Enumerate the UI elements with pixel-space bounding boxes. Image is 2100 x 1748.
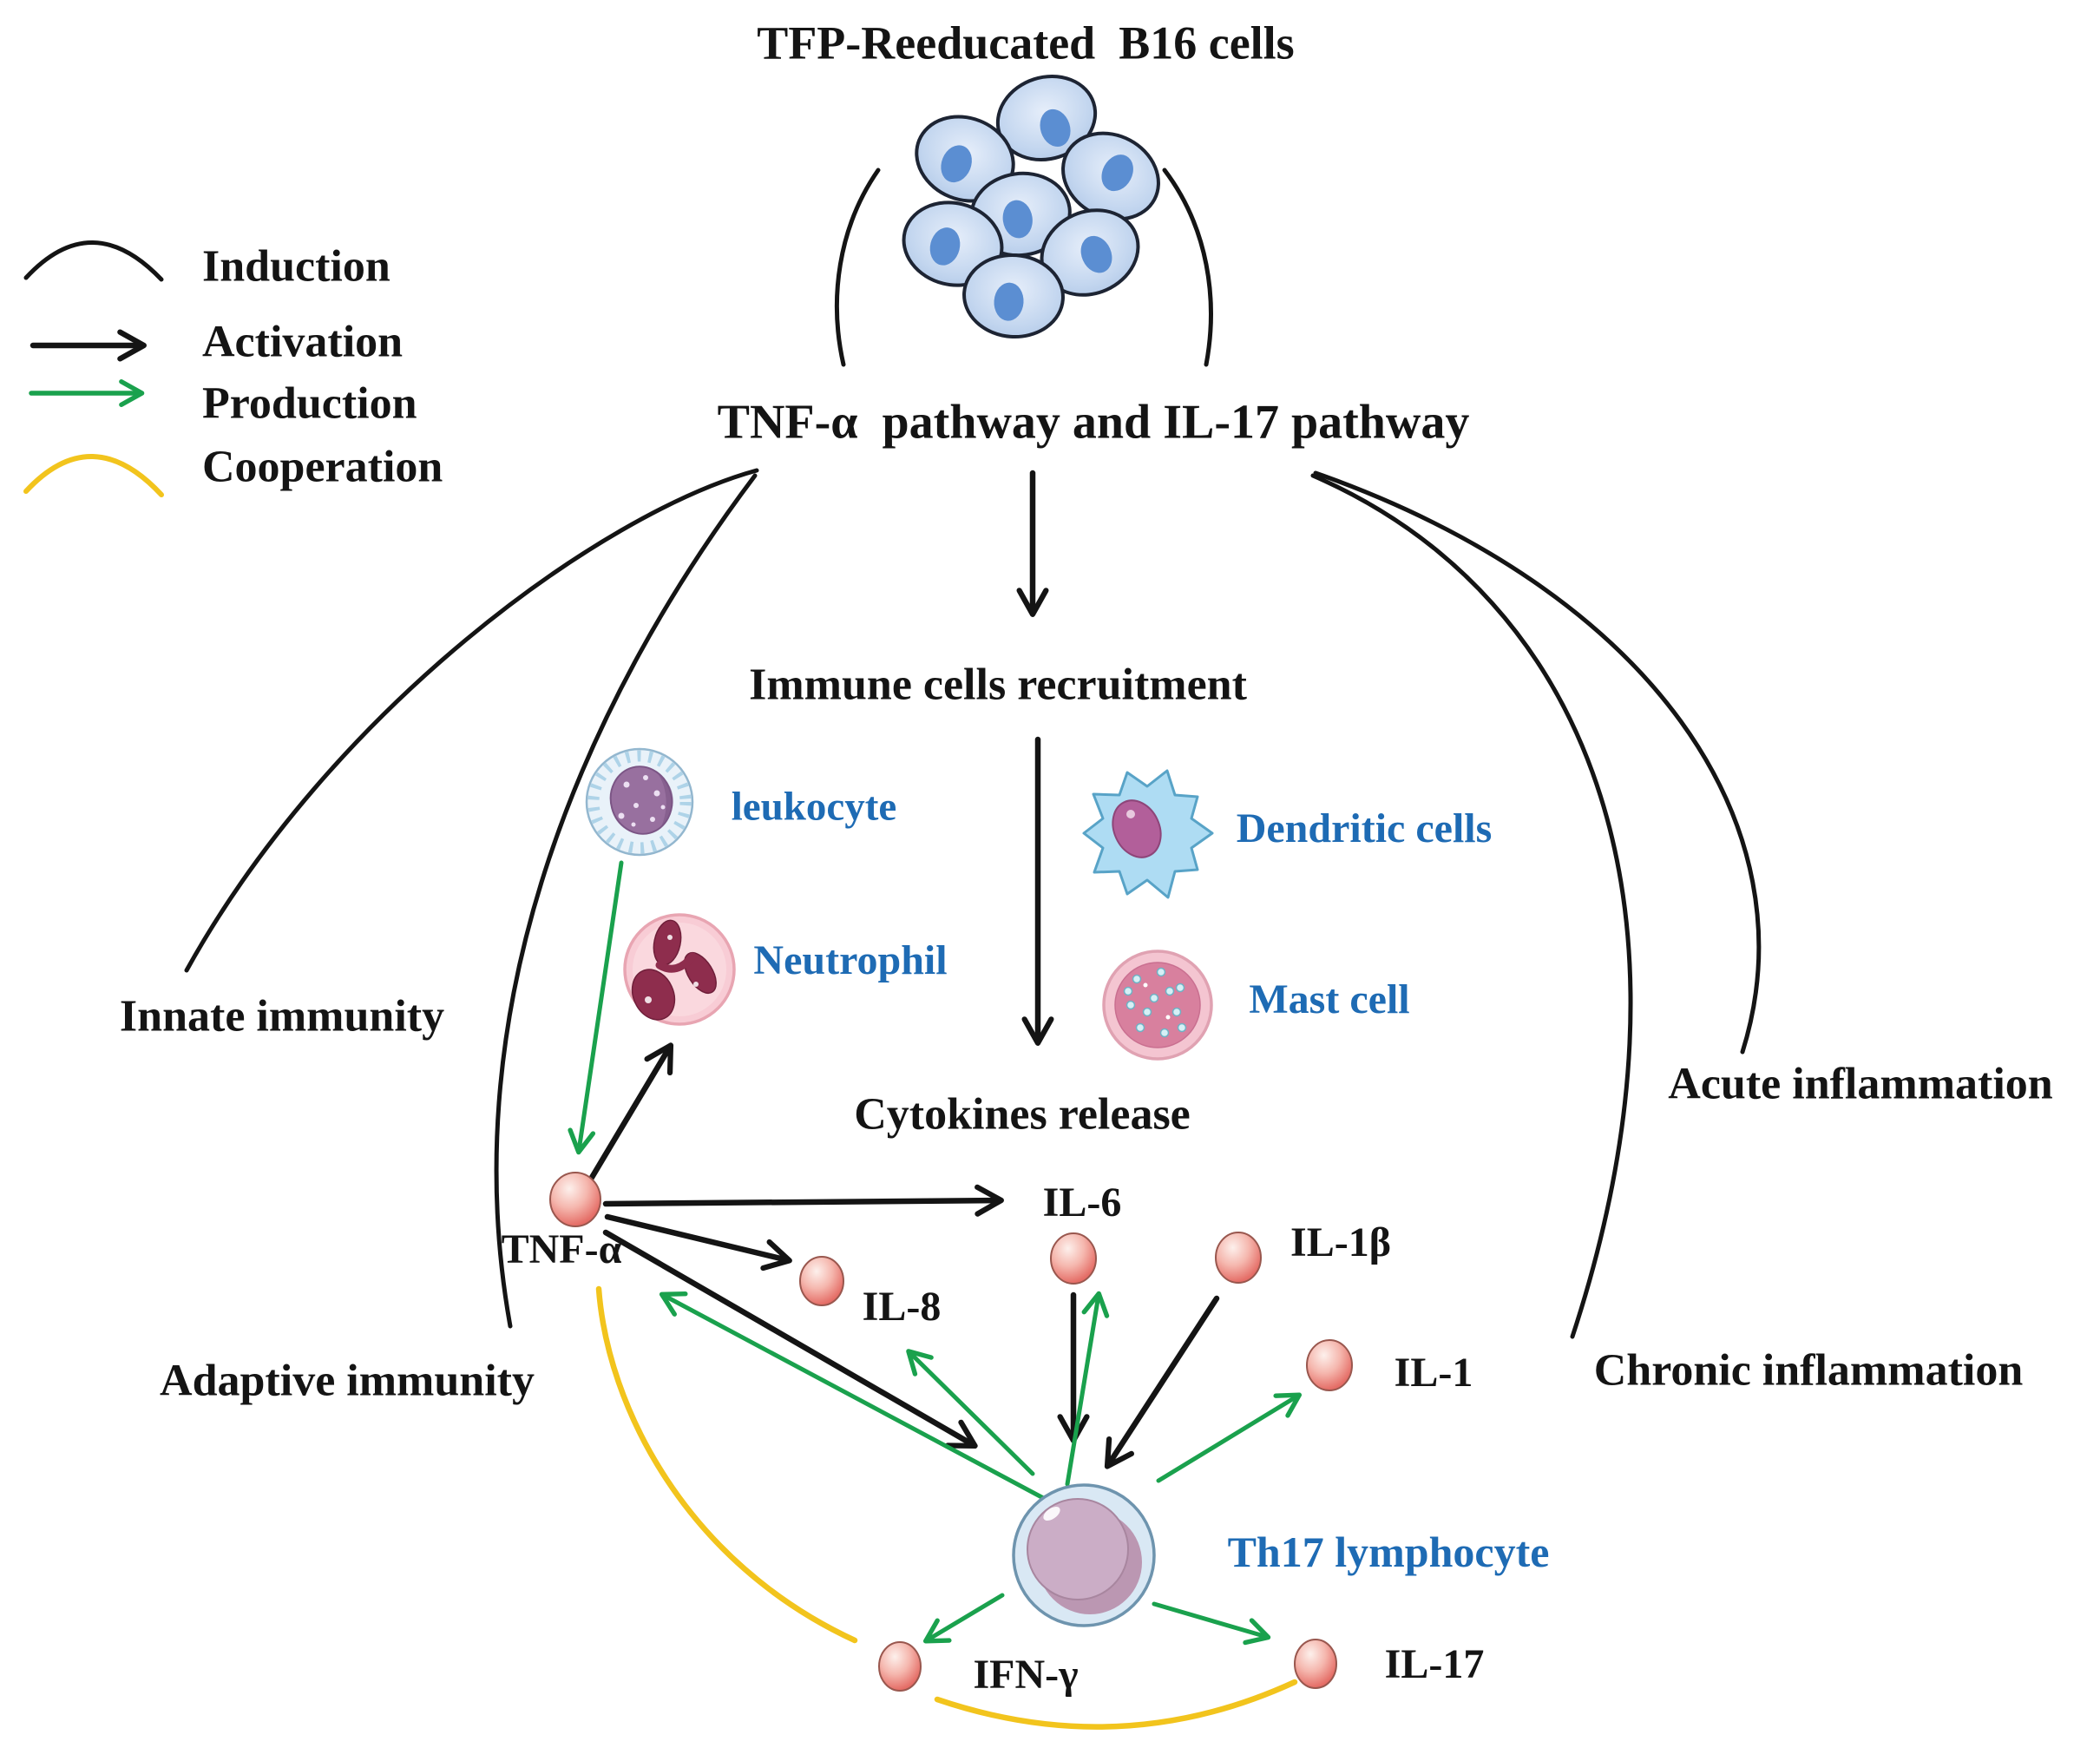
dendritic-label: Dendritic cells	[1236, 805, 1493, 851]
acute-label: Acute inflammation	[1668, 1059, 2053, 1109]
legend-label-induction: Induction	[202, 241, 390, 292]
il17-label: IL-17	[1384, 1640, 1485, 1687]
cooperation-legend-arc	[23, 454, 164, 497]
legend-label-activation: Activation	[202, 317, 404, 367]
dendritic-cell	[1082, 769, 1214, 899]
neutrophil-cell	[623, 913, 736, 1026]
il17-sphere	[1294, 1639, 1337, 1689]
mast-label: Mast cell	[1249, 976, 1410, 1022]
induction-arc-cluster-right	[1162, 168, 1213, 367]
production-arrows	[568, 860, 1303, 1646]
pathway-label: TNF-α pathway and IL-17 pathway	[717, 395, 1470, 450]
legend-label-production: Production	[202, 378, 417, 429]
th17-label: Th17 lymphocyte	[1227, 1527, 1550, 1576]
arrow-th17-to-il8	[906, 1349, 1035, 1476]
arrow-th17-to-il6	[1065, 1291, 1110, 1487]
ifng-label: IFN-γ	[973, 1651, 1079, 1698]
cytokine-spheres	[549, 1172, 1353, 1692]
il1-label: IL-1	[1394, 1349, 1473, 1396]
il1b-sphere	[1215, 1232, 1262, 1284]
arrow-tnf-to-il8	[604, 1213, 792, 1272]
induction-arc-cluster-left	[834, 168, 881, 367]
release-label: Cytokines release	[854, 1089, 1191, 1140]
b16-cell	[915, 115, 1015, 203]
leukocyte-cell	[585, 747, 694, 857]
arrow-tnf-to-il6	[602, 1184, 1004, 1217]
chronic-label: Chronic inflammation	[1593, 1345, 2024, 1396]
activation-arrows	[587, 470, 1220, 1469]
legend-label-cooperation: Cooperation	[202, 442, 443, 492]
diagram-title: TFP-Reeducated B16 cells	[757, 16, 1295, 69]
arrow-th17-to-il1	[1156, 1392, 1303, 1483]
il8-sphere	[799, 1256, 844, 1306]
il1-sphere	[1306, 1339, 1353, 1391]
tnf-label: TNF-α	[501, 1226, 622, 1272]
induction-arc-acute	[1313, 470, 1762, 1055]
neutrophil-label: Neutrophil	[753, 936, 948, 983]
th17-cell	[1012, 1483, 1156, 1627]
tnf-sphere	[549, 1172, 601, 1227]
il6-label: IL-6	[1042, 1179, 1122, 1226]
recruitment-label: Immune cells recruitment	[749, 660, 1247, 710]
il6-sphere	[1050, 1232, 1097, 1285]
induction-arcs	[184, 168, 1762, 1339]
arrow-th17-to-ifng	[922, 1593, 1005, 1644]
arrow-th17-to-tnf	[659, 1291, 1049, 1502]
arrow-th17-to-il17	[1152, 1601, 1271, 1646]
leukocyte-label: leukocyte	[731, 784, 897, 830]
cooperation-arcs	[595, 1285, 1298, 1730]
cooperation-arc-tnf-ifng	[595, 1285, 858, 1644]
induction-arc-chronic	[1310, 473, 1633, 1339]
induction-arc-adaptive	[494, 473, 758, 1329]
legend-symbols	[23, 240, 164, 497]
adaptive-label: Adaptive immunity	[160, 1356, 535, 1406]
innate-label: Innate immunity	[119, 991, 445, 1042]
arrow-il1b-to-th17	[1104, 1295, 1220, 1469]
arrow-tnf-to-th17	[602, 1229, 978, 1449]
ifng-sphere	[878, 1641, 922, 1692]
il8-label: IL-8	[862, 1283, 942, 1330]
arrow-tnf-to-neutrophil	[587, 1042, 674, 1184]
arrow-leukocyte-to-tnf	[568, 860, 624, 1155]
induction-arc-innate	[184, 468, 759, 973]
b16-cell-cluster	[902, 74, 1160, 339]
induction-legend-arc	[23, 240, 164, 282]
il1b-label: IL-1β	[1290, 1219, 1391, 1265]
b16-cell	[962, 253, 1065, 339]
cooperation-arc-ifng-il17	[934, 1679, 1298, 1730]
mast-cell	[1102, 950, 1213, 1061]
